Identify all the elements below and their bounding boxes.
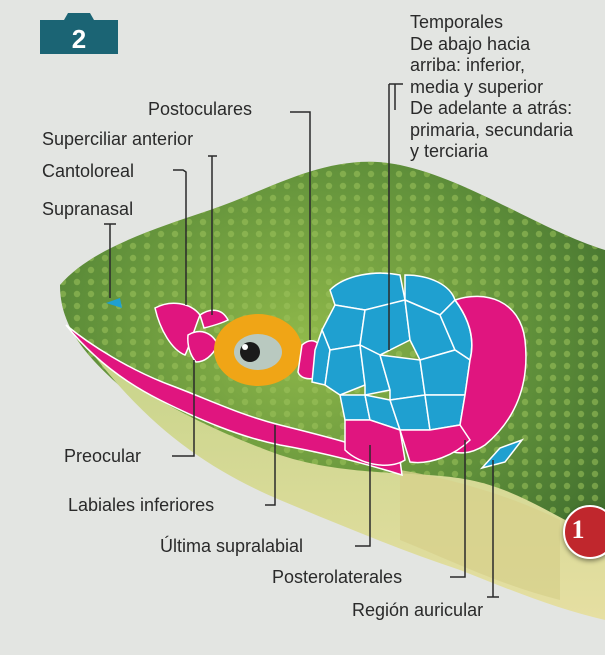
label-postoculares: Postoculares <box>148 98 252 120</box>
label-ultima-supralabial: Última supralabial <box>160 535 303 557</box>
label-region-auricular: Región auricular <box>352 599 483 621</box>
label-posterolaterales: Posterolaterales <box>272 566 402 588</box>
temporales-line-4: media y superior <box>410 77 573 99</box>
camera-badge-number: 2 <box>72 24 86 54</box>
temporales-line-3: arriba: inferior, <box>410 55 573 77</box>
label-temporales: Temporales De abajo hacia arriba: inferi… <box>410 12 573 163</box>
temporales-line-1: Temporales <box>410 12 573 34</box>
label-labiales-inferiores: Labiales inferiores <box>68 494 214 516</box>
label-supranasal: Supranasal <box>42 198 133 220</box>
label-superciliar-anterior: Superciliar anterior <box>42 128 193 150</box>
camera-badge: 2 <box>34 10 124 56</box>
number-badge-text: 1 <box>572 515 585 544</box>
temporales-line-7: y terciaria <box>410 141 573 163</box>
temporales-line-5: De adelante a atrás: <box>410 98 573 120</box>
label-cantoloreal: Cantoloreal <box>42 160 134 182</box>
temporales-line-6: primaria, secundaria <box>410 120 573 142</box>
label-preocular: Preocular <box>64 445 141 467</box>
temporales-line-2: De abajo hacia <box>410 34 573 56</box>
eye-highlight <box>242 344 248 350</box>
